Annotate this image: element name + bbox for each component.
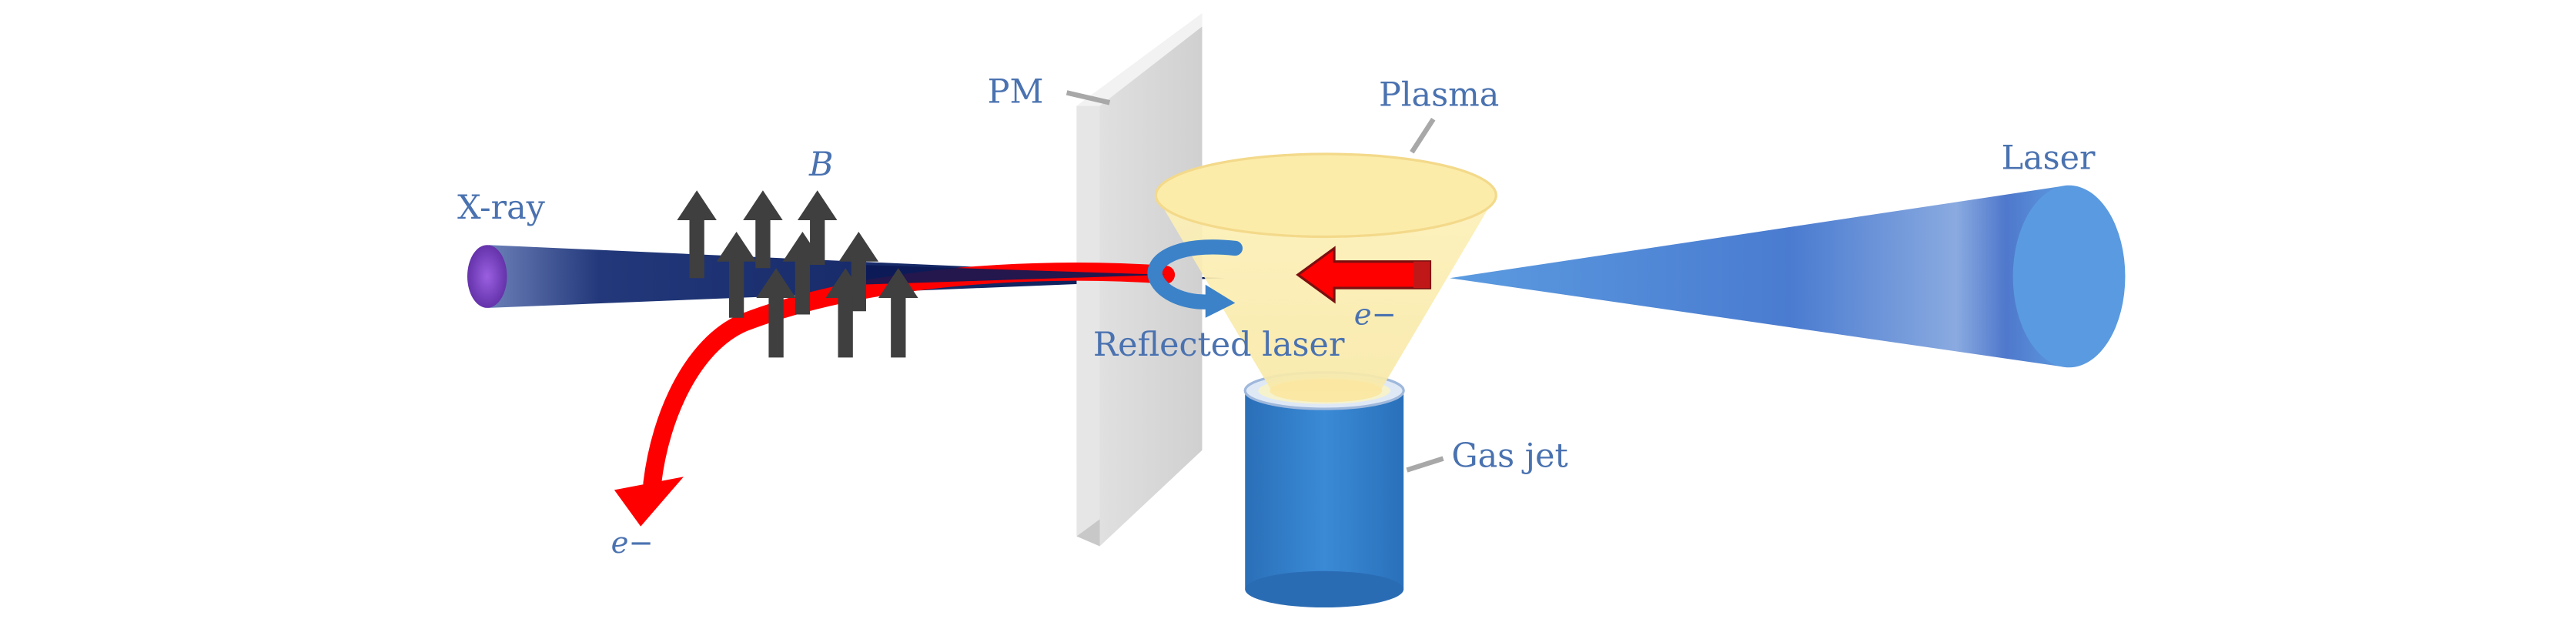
electron-label-bottom: e−	[611, 526, 654, 560]
b-field-arrow	[716, 232, 757, 318]
b-field-arrow	[743, 190, 783, 269]
laser-label: Laser	[2002, 139, 2096, 177]
pm-label: PM	[988, 72, 1044, 111]
electron-arrow-head	[614, 477, 684, 527]
magnetic-field-arrows	[677, 190, 918, 358]
b-field-arrow	[838, 232, 879, 312]
gas-jet	[1243, 371, 1405, 608]
plasma-label: Plasma	[1379, 76, 1499, 115]
b-field-arrow	[677, 190, 717, 279]
gas-jet-label: Gas jet	[1451, 437, 1567, 475]
xray-source	[467, 245, 507, 308]
xray-label: X-ray	[457, 189, 546, 227]
b-field-arrow	[797, 190, 838, 265]
xray-beam-core	[858, 265, 1166, 285]
laser-beam	[1450, 185, 2126, 368]
laser-aperture	[2012, 185, 2126, 368]
b-field-arrow	[878, 268, 918, 358]
pm-leader-line	[1066, 90, 1111, 105]
b-field-label: B	[808, 146, 834, 184]
reflected-laser-arrow	[1147, 239, 1243, 318]
gas-jet-leader-line	[1406, 456, 1444, 473]
electron-label-top: e−	[1354, 297, 1397, 332]
b-field-arrow	[825, 268, 865, 358]
b-field-arrow	[782, 232, 823, 315]
reflected-laser-label: Reflected laser	[1093, 326, 1345, 364]
b-field-arrow	[756, 268, 796, 358]
plasma-leader-line	[1410, 118, 1436, 154]
electron-acceleration-arrow	[1296, 246, 1432, 304]
